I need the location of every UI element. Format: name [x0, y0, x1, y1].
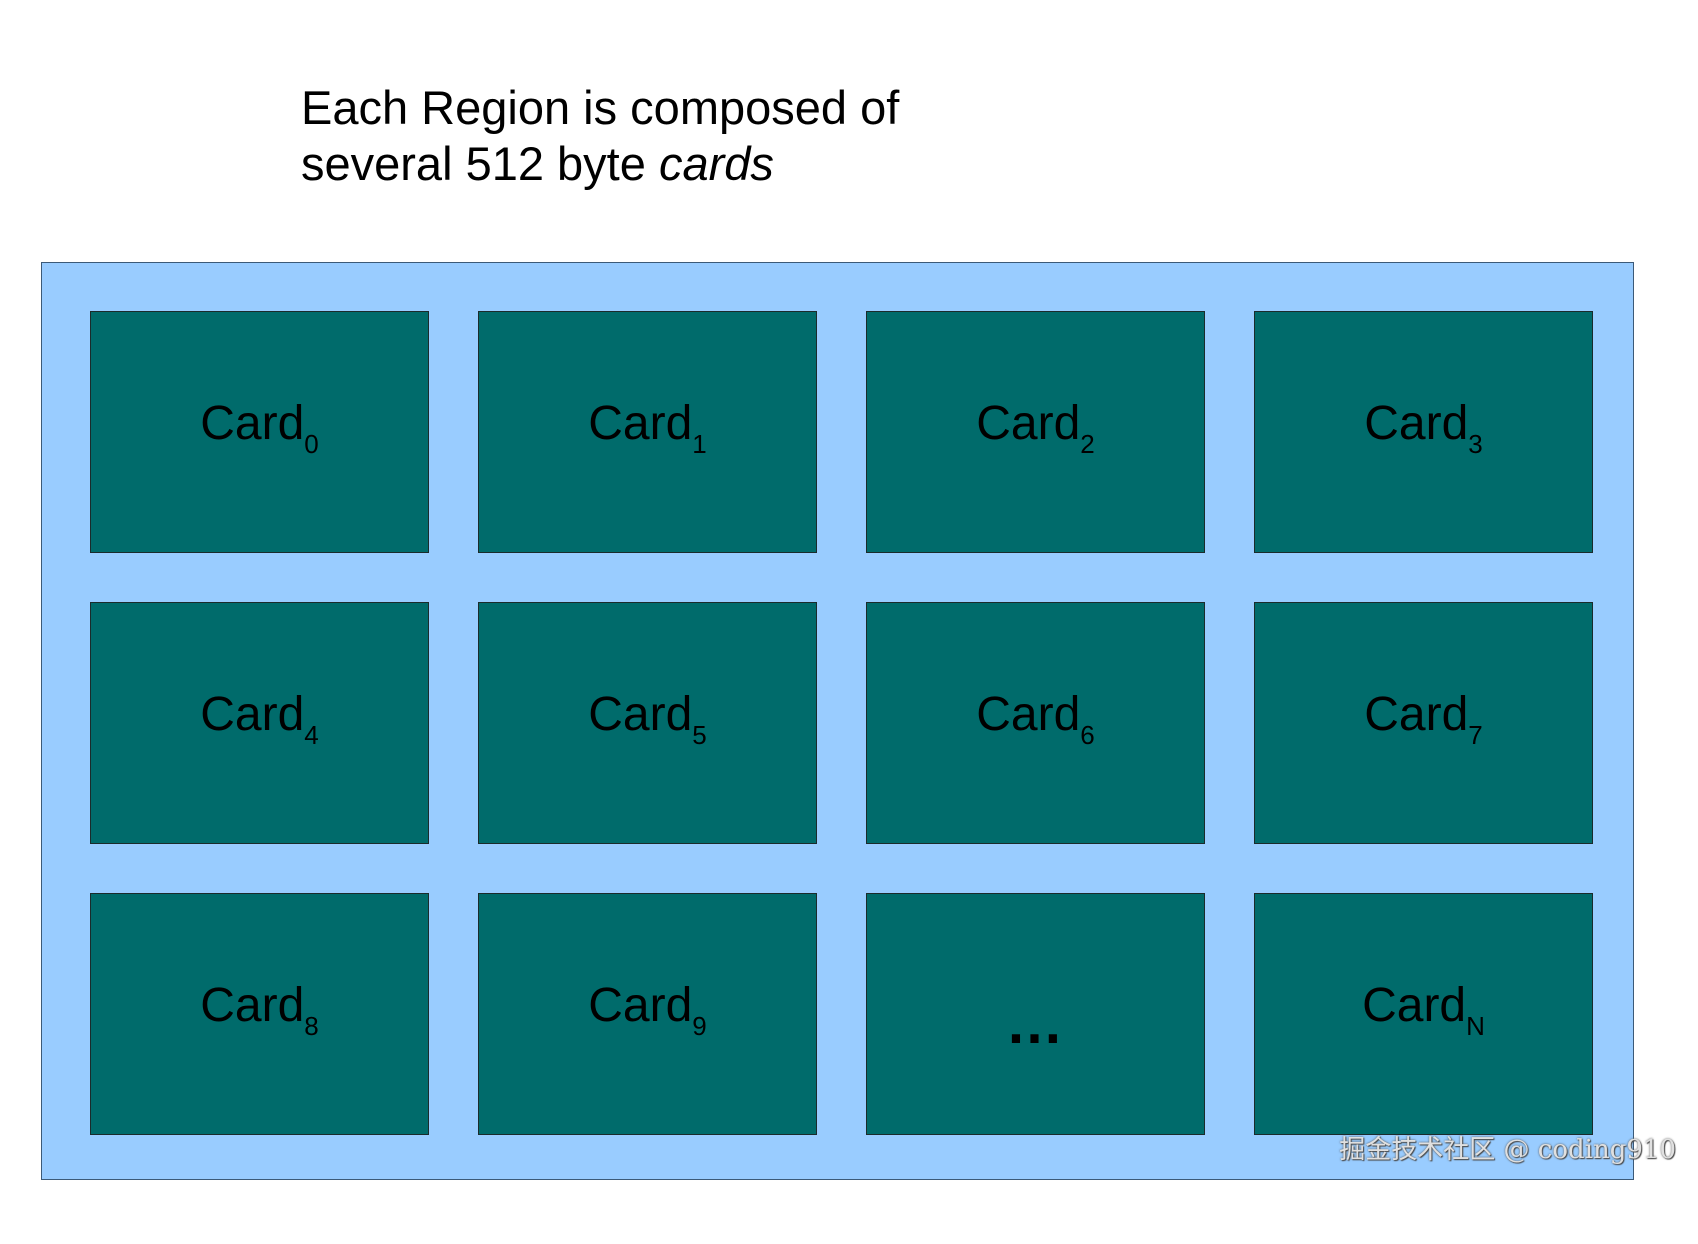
- card-label: Card6: [976, 688, 1095, 750]
- title-line-2: several 512 byte cards: [301, 136, 899, 192]
- card-8: Card8: [90, 893, 429, 1135]
- region-box: Card0 Card1 Card2 Card3 Card4 Card5 Card…: [41, 262, 1634, 1180]
- card-label: Card1: [588, 397, 707, 459]
- card-label: …: [1005, 991, 1066, 1056]
- card-9: Card9: [478, 893, 817, 1135]
- card-label: Card3: [1364, 397, 1483, 459]
- card-label: Card2: [976, 397, 1095, 459]
- card-label: CardN: [1362, 979, 1485, 1041]
- card-label: Card5: [588, 688, 707, 750]
- card-5: Card5: [478, 602, 817, 844]
- title-line-2-prefix: several 512 byte: [301, 137, 659, 190]
- card-0: Card0: [90, 311, 429, 553]
- card-1: Card1: [478, 311, 817, 553]
- title-line-2-emphasis: cards: [658, 137, 774, 190]
- diagram-title: Each Region is composed of several 512 b…: [301, 80, 899, 192]
- card-label: Card0: [200, 397, 319, 459]
- card-label: Card8: [200, 979, 319, 1041]
- card-6: Card6: [866, 602, 1205, 844]
- title-line-1: Each Region is composed of: [301, 81, 900, 134]
- card-4: Card4: [90, 602, 429, 844]
- card-label: Card4: [200, 688, 319, 750]
- card-3: Card3: [1254, 311, 1593, 553]
- card-ellipsis: …: [866, 893, 1205, 1135]
- card-label: Card7: [1364, 688, 1483, 750]
- card-2: Card2: [866, 311, 1205, 553]
- watermark: 掘金技术社区 @ coding910: [1339, 1135, 1676, 1165]
- card-7: Card7: [1254, 602, 1593, 844]
- card-label: Card9: [588, 979, 707, 1041]
- card-n: CardN: [1254, 893, 1593, 1135]
